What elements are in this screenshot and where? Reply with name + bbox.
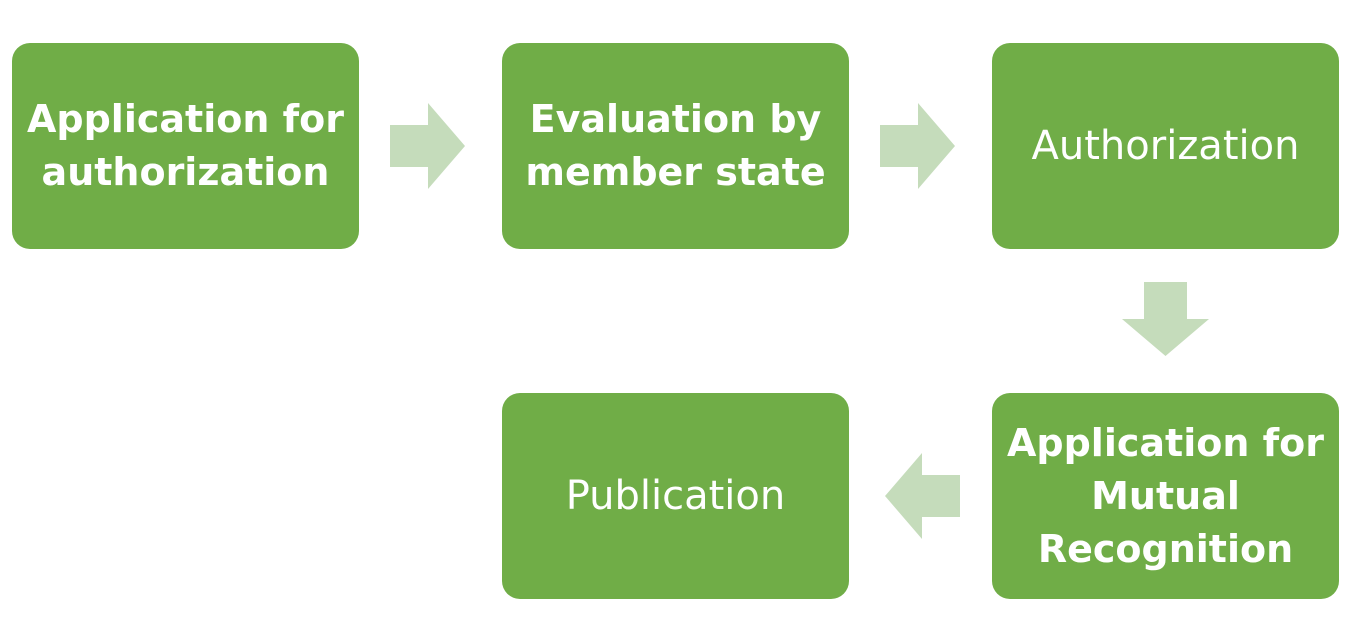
step-authorization: Authorization bbox=[992, 43, 1339, 249]
arrow-right-icon bbox=[880, 103, 955, 189]
step-application-for-authorization: Application for authorization bbox=[12, 43, 359, 249]
arrow-down-icon bbox=[1122, 282, 1209, 356]
arrow-right-icon bbox=[390, 103, 465, 189]
step-label: Publication bbox=[565, 472, 786, 519]
step-label: Evaluation by member state bbox=[525, 97, 826, 194]
step-evaluation-by-member-state: Evaluation by member state bbox=[502, 43, 849, 249]
step-label: Application for authorization bbox=[27, 97, 344, 194]
step-label: Application for Mutual Recognition bbox=[1007, 420, 1324, 571]
step-publication: Publication bbox=[502, 393, 849, 599]
step-application-for-mutual-recognition: Application for Mutual Recognition bbox=[992, 393, 1339, 599]
arrow-left-icon bbox=[885, 453, 960, 539]
step-label: Authorization bbox=[1031, 122, 1300, 169]
